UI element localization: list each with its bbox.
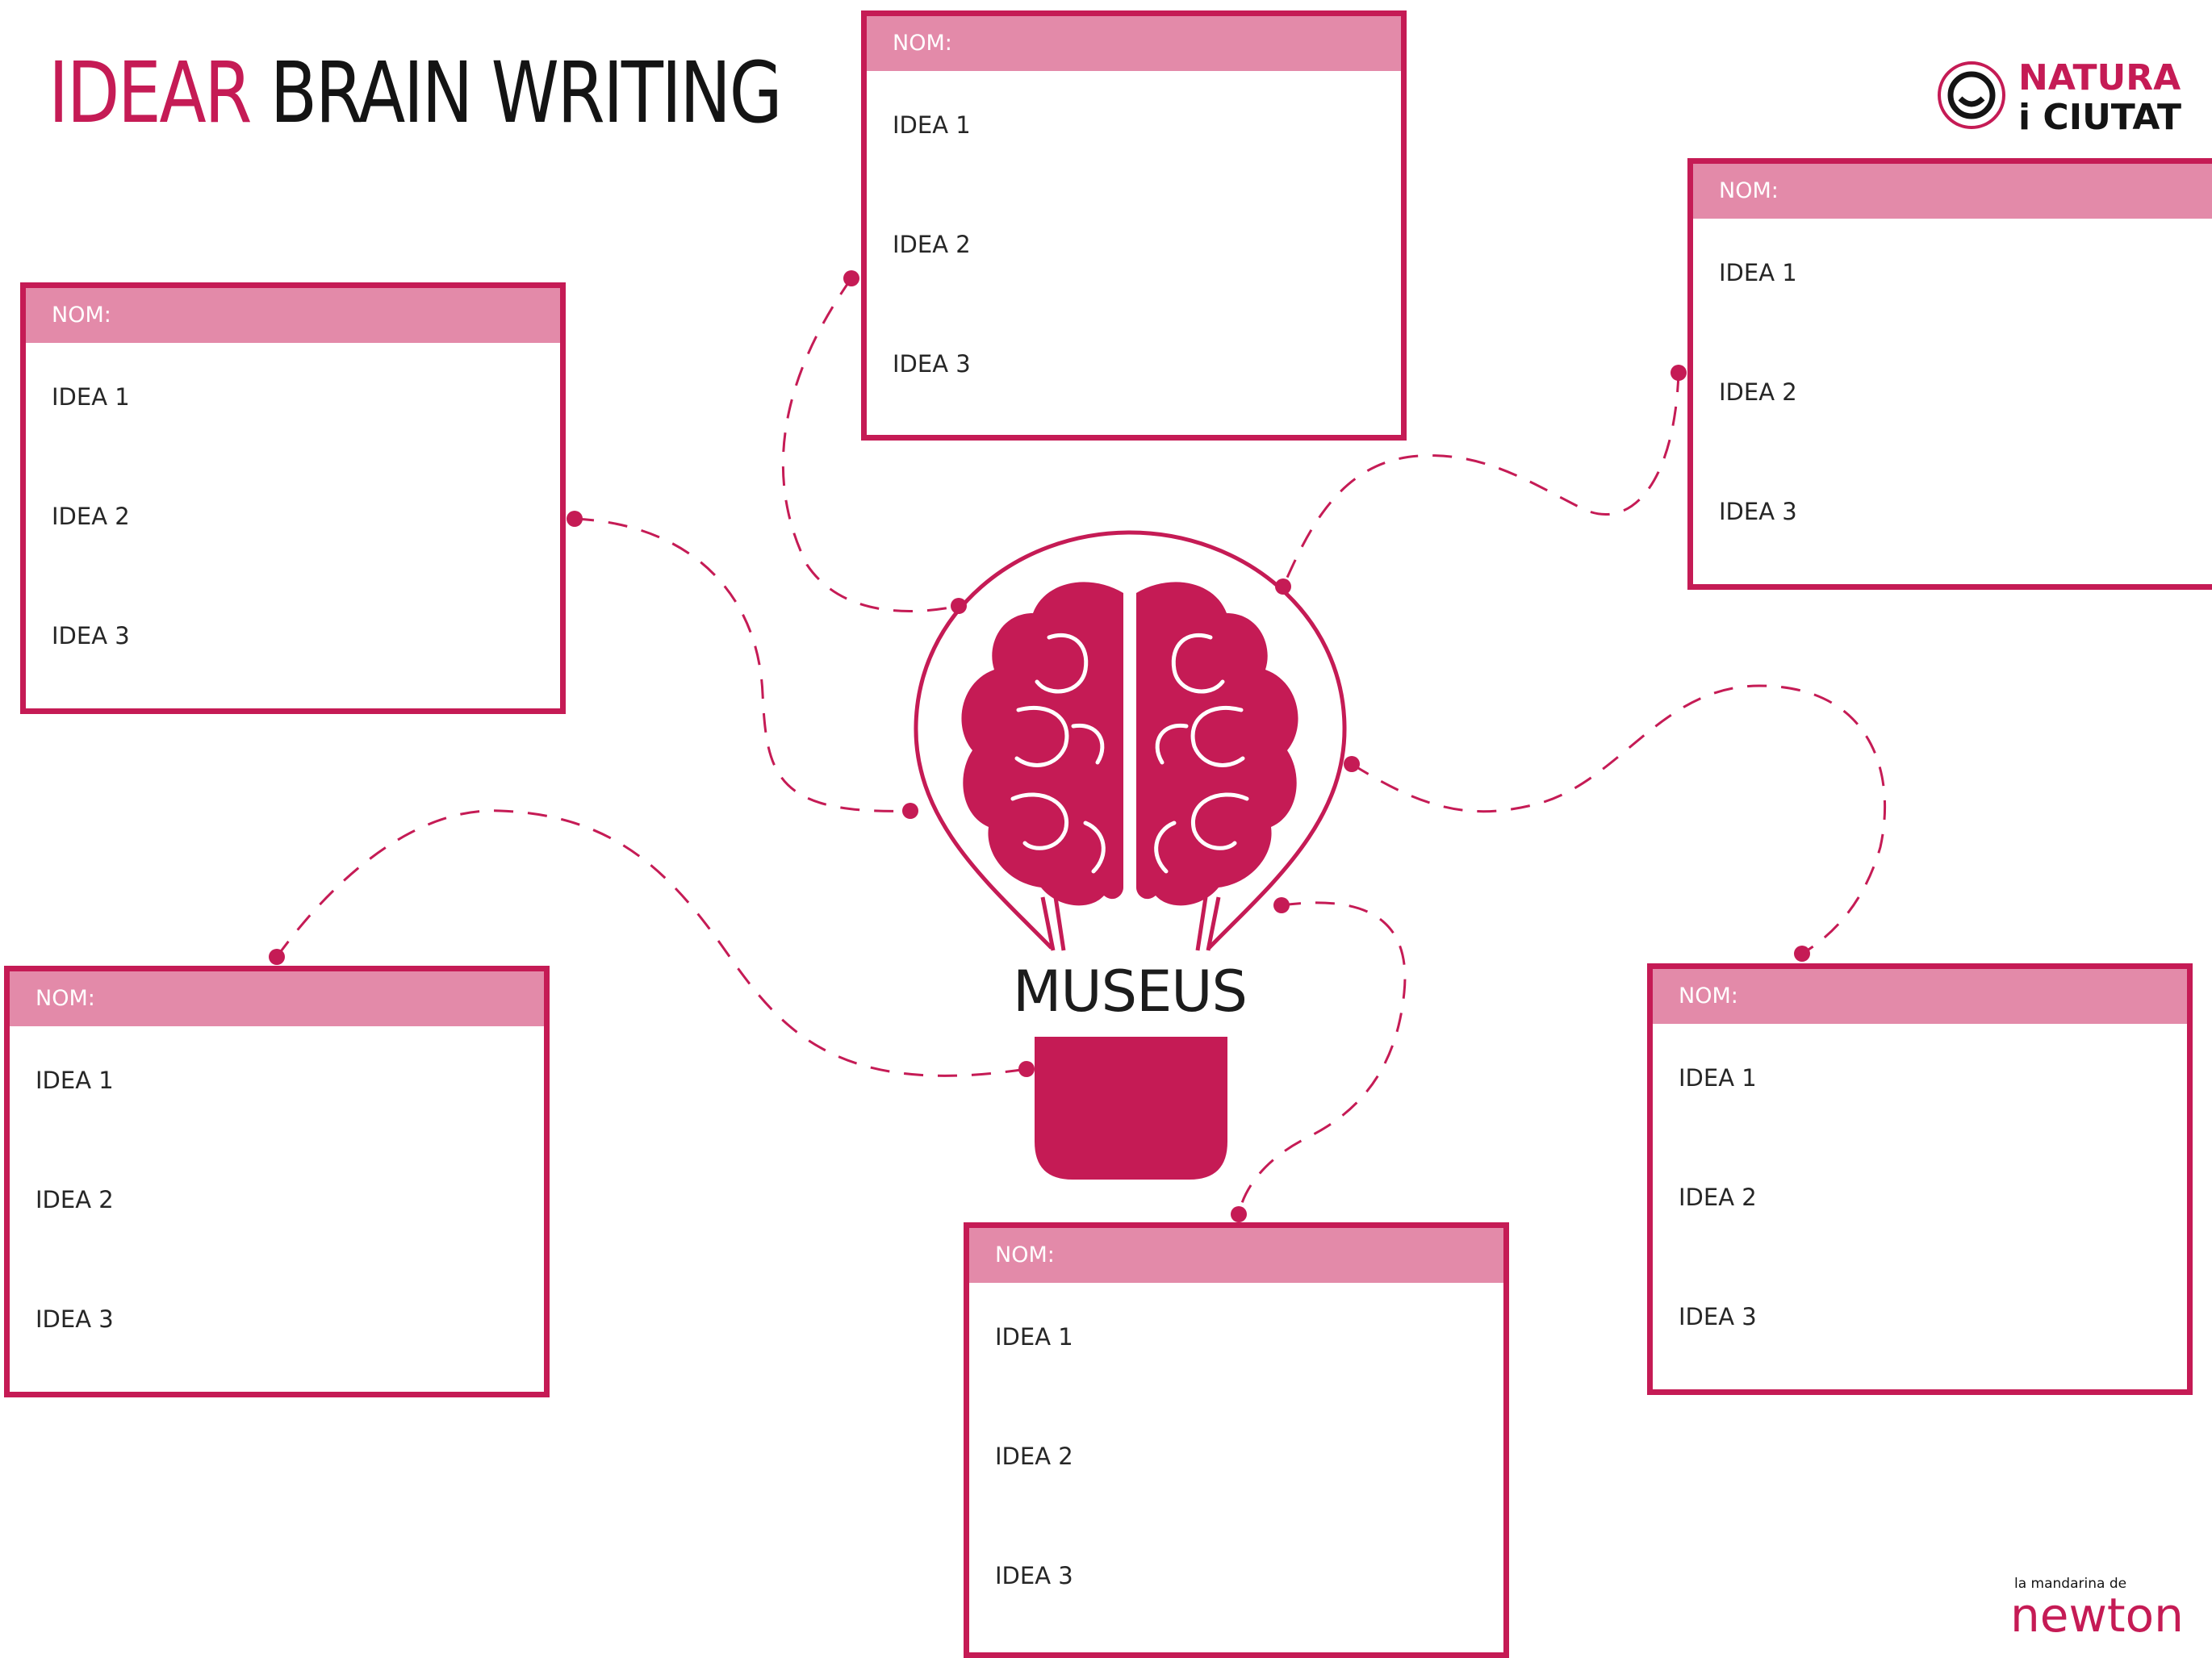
card-idea-2[interactable]: IDEA 2: [893, 231, 971, 258]
card-idea-1[interactable]: IDEA 1: [995, 1323, 1073, 1351]
card-name-label[interactable]: NOM:: [969, 1228, 1503, 1283]
idea-card: NOM: IDEA 1 IDEA 2 IDEA 3: [1687, 158, 2212, 590]
card-idea-1[interactable]: IDEA 1: [36, 1067, 114, 1094]
card-idea-3[interactable]: IDEA 3: [1679, 1303, 1757, 1330]
natura-line: NATURA: [2018, 57, 2181, 98]
card-idea-2[interactable]: IDEA 2: [1679, 1184, 1757, 1211]
card-name-label[interactable]: NOM:: [1653, 969, 2187, 1024]
card-idea-2[interactable]: IDEA 2: [1719, 378, 1797, 406]
title-accent: IDEAR: [48, 44, 252, 142]
idea-card: NOM: IDEA 1 IDEA 2 IDEA 3: [964, 1222, 1509, 1658]
newton-big-text: newton: [2010, 1588, 2184, 1638]
idea-card: NOM: IDEA 1 IDEA 2 IDEA 3: [20, 282, 566, 714]
idea-card: NOM: IDEA 1 IDEA 2 IDEA 3: [1647, 963, 2193, 1395]
card-idea-1[interactable]: IDEA 1: [1719, 259, 1797, 286]
card-idea-3[interactable]: IDEA 3: [1719, 498, 1797, 525]
ciutat-line: i CIUTAT: [2018, 97, 2181, 136]
card-idea-2[interactable]: IDEA 2: [36, 1186, 114, 1213]
card-idea-1[interactable]: IDEA 1: [1679, 1064, 1757, 1092]
card-idea-3[interactable]: IDEA 3: [36, 1305, 114, 1333]
idea-card: NOM: IDEA 1 IDEA 2 IDEA 3: [4, 966, 550, 1397]
newton-logo: la mandarina de newton: [2010, 1576, 2184, 1638]
natura-ciutat-logo: NATURA i CIUTAT: [1938, 57, 2181, 136]
center-topic: MUSEUS: [1013, 958, 1248, 1025]
card-idea-1[interactable]: IDEA 1: [893, 111, 971, 139]
card-name-label[interactable]: NOM:: [10, 971, 544, 1026]
card-idea-3[interactable]: IDEA 3: [995, 1562, 1073, 1589]
card-name-label[interactable]: NOM:: [867, 16, 1401, 71]
card-idea-1[interactable]: IDEA 1: [52, 383, 130, 411]
title-rest: BRAIN WRITING: [270, 44, 783, 142]
card-name-label[interactable]: NOM:: [26, 288, 560, 343]
card-idea-2[interactable]: IDEA 2: [995, 1443, 1073, 1470]
card-idea-3[interactable]: IDEA 3: [893, 350, 971, 378]
lightbulb-brain-icon: [914, 530, 1347, 1180]
card-idea-2[interactable]: IDEA 2: [52, 503, 130, 530]
newton-small-text: la mandarina de: [2014, 1576, 2126, 1592]
page-title: IDEAR BRAIN WRITING: [48, 44, 783, 142]
card-idea-3[interactable]: IDEA 3: [52, 622, 130, 649]
card-name-label[interactable]: NOM:: [1693, 164, 2212, 219]
idea-card: NOM: IDEA 1 IDEA 2 IDEA 3: [861, 10, 1407, 441]
